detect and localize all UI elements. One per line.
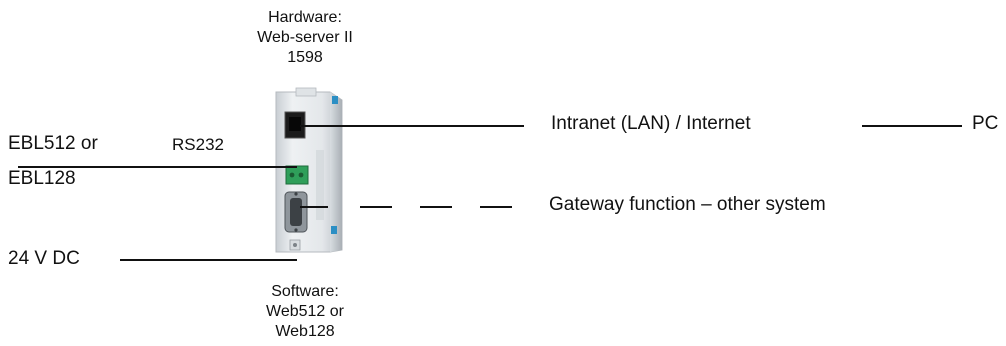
- ebl-label-line1: EBL512 or: [8, 133, 98, 154]
- hardware-label: Hardware: Web-server II 1598: [240, 8, 370, 68]
- hardware-label-line3: 1598: [287, 49, 323, 66]
- hardware-label-line1: Hardware:: [268, 9, 342, 26]
- ebl-label-line2: EBL128: [8, 168, 76, 189]
- rs232-label: RS232: [172, 135, 224, 154]
- web-server-device: [275, 87, 343, 253]
- hardware-label-line2: Web-server II: [257, 29, 353, 46]
- sub-d-connector: [284, 191, 308, 233]
- software-label-line1: Software:: [271, 283, 339, 300]
- gateway-label: Gateway function – other system: [549, 194, 826, 215]
- rs232-terminal-block: [285, 165, 309, 185]
- pc-label: PC: [972, 113, 999, 134]
- ethernet-port: [284, 111, 306, 139]
- power-label: 24 V DC: [8, 248, 80, 269]
- software-label-line2: Web512 or: [266, 303, 344, 320]
- software-label-line3: Web128: [275, 323, 335, 340]
- power-terminal: [289, 239, 301, 251]
- network-label: Intranet (LAN) / Internet: [551, 113, 751, 134]
- software-label: Software: Web512 or Web128: [240, 282, 370, 342]
